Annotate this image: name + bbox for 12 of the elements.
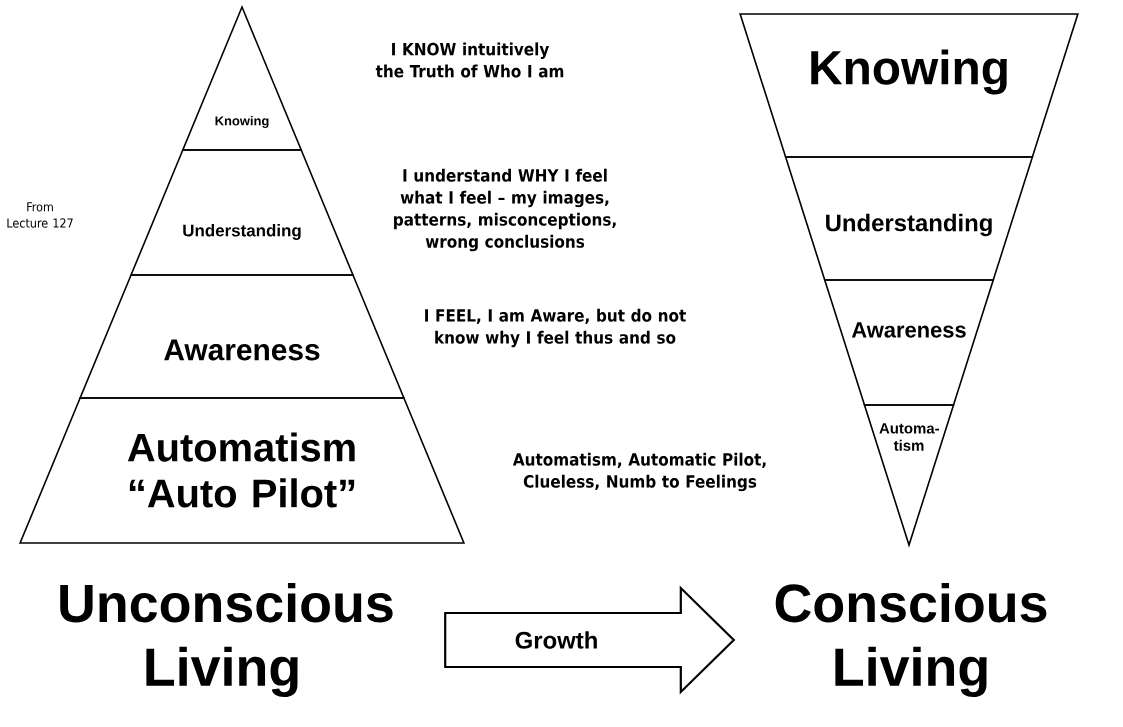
- pyramid-tier: Awareness: [823, 279, 995, 406]
- description-text: I FEEL, I am Aware, but do not know why I feel thus and so: [425, 308, 686, 348]
- heading: Unconscious Living: [60, 582, 393, 698]
- block-arrow: [444, 585, 736, 695]
- description-text: I understand WHY I feel what I feel – my images, patterns, misconceptions, wrong conclusions: [394, 168, 616, 252]
- source-note: From Lecture 127: [7, 202, 73, 228]
- pyramid-tier: Understanding: [784, 156, 1034, 281]
- edge-label: Growth: [513, 630, 600, 650]
- description-text: Automatism, Automatic Pilot, Clueless, Numb to Feelings: [512, 452, 766, 492]
- pyramid-tier: Knowing: [739, 13, 1079, 158]
- heading: Conscious Living: [775, 582, 1047, 698]
- description-text: I KNOW intuitively the Truth of Who I am: [375, 42, 564, 78]
